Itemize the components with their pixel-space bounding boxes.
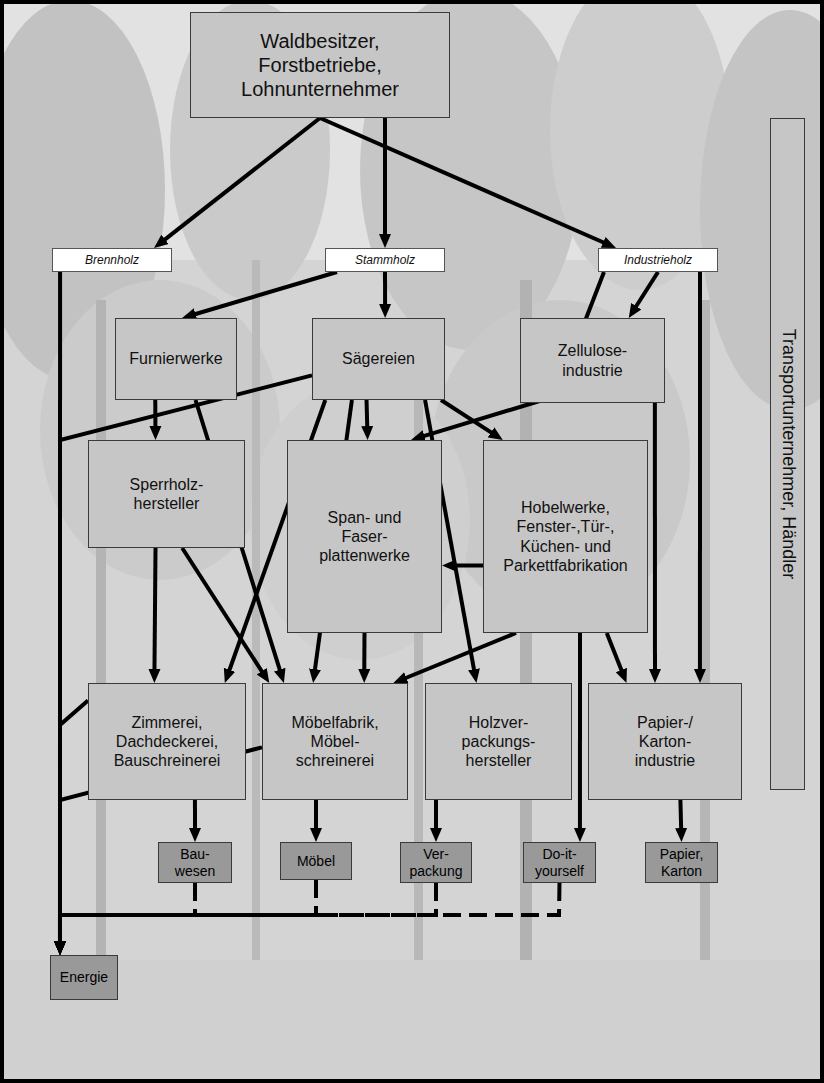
process-box: Sperrholz- hersteller [88, 440, 245, 548]
process-box: Zellulose- industrie [520, 318, 665, 403]
box-label: Sperrholz- hersteller [104, 475, 229, 513]
side-bar-label: Transportunternehmer, Händler [777, 329, 799, 579]
box-label: Zimmerei, Dachdeckerei, Bauschreinerei [97, 713, 237, 771]
solid-connectors [60, 118, 700, 947]
source-box: Waldbesitzer, Forstbetriebe, Lohnunterne… [190, 12, 450, 118]
box-label: Zellulose- industrie [531, 341, 654, 379]
flow-arrow [365, 400, 370, 432]
box-label: Stammholz [330, 253, 440, 267]
box-label: Hobelwerke, Fenster-,Tür-, Küchen- und P… [492, 498, 639, 575]
tree-trunk [252, 260, 260, 1000]
flow-arrow [401, 633, 516, 680]
process-box: Möbelfabrik, Möbel- schreinerei [262, 683, 408, 800]
forest-floor [0, 960, 824, 1083]
process-box: Holzver- packungs- hersteller [425, 683, 572, 800]
product-box: Papier, Karton [645, 842, 718, 883]
flow-arrow [441, 400, 496, 436]
wood-type-tag: Brennholz [52, 248, 172, 272]
box-label: Holzver- packungs- hersteller [446, 713, 551, 771]
flow-arrow [578, 633, 582, 834]
flow-arrow [314, 800, 318, 834]
flow-arrow [653, 403, 657, 675]
product-box: Ver- packung [400, 842, 472, 883]
wood-type-tag: Industrieholz [598, 248, 718, 272]
box-label: Waldbesitzer, Forstbetriebe, Lohnunterne… [199, 29, 441, 101]
box-label: Do-it- yourself [527, 846, 592, 878]
flow-arrow [698, 272, 702, 675]
box-label: Industrieholz [603, 253, 713, 267]
flow-arrow [154, 548, 155, 675]
flow-arrow [362, 633, 366, 675]
wood-type-tag: Stammholz [325, 248, 445, 272]
side-bar: Transportunternehmer, Händler [770, 118, 805, 790]
flow-arrow [383, 118, 387, 240]
box-label: Papier, Karton [649, 846, 714, 878]
flow-arrow [60, 701, 88, 947]
flow-arrow [383, 272, 387, 310]
flow-arrow [182, 548, 265, 676]
flow-arrow [633, 272, 658, 311]
tree-crown [40, 280, 280, 580]
box-label: Bau- wesen [162, 846, 228, 878]
product-box: Bau- wesen [158, 842, 232, 883]
flow-arrow [607, 633, 624, 676]
box-label: Möbel [284, 853, 348, 869]
product-box: Möbel [280, 842, 352, 880]
process-box: Sägereien [312, 318, 445, 400]
process-box: Span- und Faser- plattenwerke [287, 440, 442, 633]
flow-arrow [60, 375, 312, 947]
flow-arrow [320, 118, 609, 245]
flow-arrow [450, 563, 483, 567]
box-label: Ver- packung [404, 846, 468, 878]
flow-arrow [434, 800, 438, 834]
dashed-connectors [60, 880, 560, 947]
tree-crown [700, 10, 824, 410]
process-box: Zimmerei, Dachdeckerei, Bauschreinerei [88, 683, 246, 800]
product-box: Do-it- yourself [523, 842, 596, 883]
box-label: Furnierwerke [122, 349, 230, 368]
box-label: Brennholz [57, 253, 167, 267]
flow-arrow [678, 800, 683, 834]
flow-arrow [193, 800, 197, 834]
box-label: Möbelfabrik, Möbel- schreinerei [278, 713, 392, 771]
product-box: Energie [50, 955, 118, 1000]
process-box: Furnierwerke [115, 318, 237, 400]
tree-trunk [96, 300, 106, 1000]
box-label: Sägereien [319, 349, 438, 368]
flow-arrow [160, 118, 320, 243]
box-label: Energie [54, 969, 114, 985]
box-label: Papier-/ Karton- industrie [621, 713, 709, 771]
flow-arrow [190, 272, 337, 316]
dashed-flow-arrow [60, 883, 560, 947]
process-box: Hobelwerke, Fenster-,Tür-, Küchen- und P… [483, 440, 648, 633]
process-box: Papier-/ Karton- industrie [588, 683, 742, 800]
box-label: Span- und Faser- plattenwerke [316, 508, 413, 566]
